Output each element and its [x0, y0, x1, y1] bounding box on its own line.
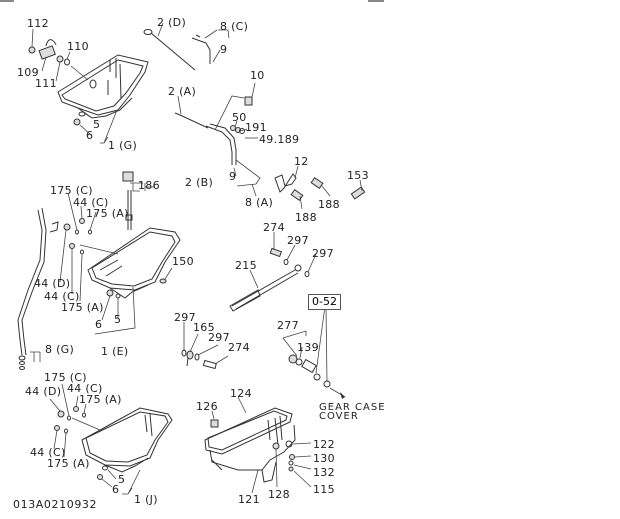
part-label-44c-j: 44 (C) — [67, 382, 103, 395]
part-label-188-b: 188 — [295, 211, 317, 224]
part-label-274-a: 274 — [263, 221, 285, 234]
note-gear-case-cover-line1: GEAR CASE — [319, 402, 386, 413]
part-label-44d-j: 44 (D) — [25, 385, 62, 398]
part-label-12: 12 — [294, 155, 309, 168]
part-label-6-g: 6 — [86, 129, 94, 142]
part-label-1j: 1 (J) — [134, 493, 158, 506]
part-label-128: 128 — [268, 488, 290, 501]
part-label-121: 121 — [238, 493, 260, 506]
top-edge-bar-right — [368, 0, 384, 2]
part-label-139: 139 — [297, 341, 319, 354]
leader-lines-j — [49, 383, 141, 495]
note-gear-case-cover-line2: COVER — [319, 411, 359, 422]
part-label-126: 126 — [196, 400, 218, 413]
part-label-150: 150 — [172, 255, 194, 268]
part-label-44d-e: 44 (D) — [34, 277, 71, 290]
part-label-112: 112 — [27, 17, 49, 30]
part-label-274-b: 274 — [228, 341, 250, 354]
shaft-215 — [229, 232, 317, 312]
part-label-5-g: 5 — [93, 118, 101, 131]
part-label-6-j: 6 — [112, 483, 120, 496]
part-label-49-189: 49.189 — [259, 133, 300, 146]
part-label-2a: 2 (A) — [168, 85, 197, 98]
part-label-8a: 8 (A) — [245, 196, 274, 209]
part-label-44c-j2: 44 (C) — [30, 446, 66, 459]
dipstick-d — [143, 22, 230, 71]
part-label-165: 165 — [193, 321, 215, 334]
part-label-109: 109 — [17, 66, 39, 79]
part-label-188-a: 188 — [318, 198, 340, 211]
part-label-124: 124 — [230, 387, 252, 400]
part-label-215: 215 — [235, 259, 257, 272]
bracket-12 — [274, 165, 366, 210]
part-label-175a-e: 175 (A) — [86, 207, 129, 220]
part-label-130: 130 — [313, 452, 335, 465]
part-label-10: 10 — [250, 69, 265, 82]
part-label-8g: 8 (G) — [45, 343, 75, 356]
part-label-175a-j: 175 (A) — [79, 393, 122, 406]
part-label-297-b: 297 — [312, 247, 334, 260]
part-label-175a-e2: 175 (A) — [61, 301, 104, 314]
leader-lines-121 — [211, 396, 312, 494]
part-label-9-a: 9 — [229, 170, 237, 183]
part-label-9-c: 9 — [220, 43, 228, 56]
part-label-2d: 2 (D) — [157, 16, 187, 29]
part-label-44c-e2: 44 (C) — [44, 290, 80, 303]
part-label-5-e: 5 — [114, 313, 122, 326]
part-label-115: 115 — [313, 483, 335, 496]
dipstick-tube-g — [17, 207, 59, 370]
part-label-153: 153 — [347, 169, 369, 182]
part-label-297-a: 297 — [287, 234, 309, 247]
oil-pan-121 — [204, 407, 296, 483]
leader-lines-e — [59, 182, 155, 335]
part-label-50: 50 — [232, 111, 247, 124]
oil-pan-j — [54, 406, 173, 480]
top-edge-bar-left — [0, 0, 14, 2]
part-label-6-e: 6 — [95, 318, 103, 331]
part-label-277: 277 — [277, 319, 299, 332]
part-label-44c-e: 44 (C) — [73, 196, 109, 209]
part-label-110: 110 — [67, 40, 89, 53]
part-label-191: 191 — [245, 121, 267, 134]
part-label-122: 122 — [313, 438, 335, 451]
oil-pan-g — [28, 39, 149, 126]
drawing-id: 013A0210932 — [13, 498, 98, 511]
part-label-2b: 2 (B) — [185, 176, 214, 189]
fittings-297-165 — [181, 322, 229, 370]
part-label-175c-e: 175 (C) — [50, 184, 93, 197]
part-label-132: 132 — [313, 466, 335, 479]
part-label-297-c: 297 — [174, 311, 196, 324]
part-label-175a-j2: 175 (A) — [47, 457, 90, 470]
part-label-175c-j: 175 (C) — [44, 371, 87, 384]
part-label-186: 186 — [138, 179, 160, 192]
dipstick-a — [174, 82, 261, 197]
part-label-1g: 1 (G) — [108, 139, 138, 152]
fittings-277-139 — [282, 305, 346, 399]
part-label-1e: 1 (E) — [101, 345, 129, 358]
part-label-8c: 8 (C) — [220, 20, 249, 33]
part-label-297-d: 297 — [208, 331, 230, 344]
reference-code-box[interactable]: 0-52 — [308, 294, 341, 310]
part-label-111: 111 — [35, 77, 57, 90]
part-label-5-j: 5 — [118, 473, 126, 486]
leader-lines-g — [31, 28, 118, 144]
